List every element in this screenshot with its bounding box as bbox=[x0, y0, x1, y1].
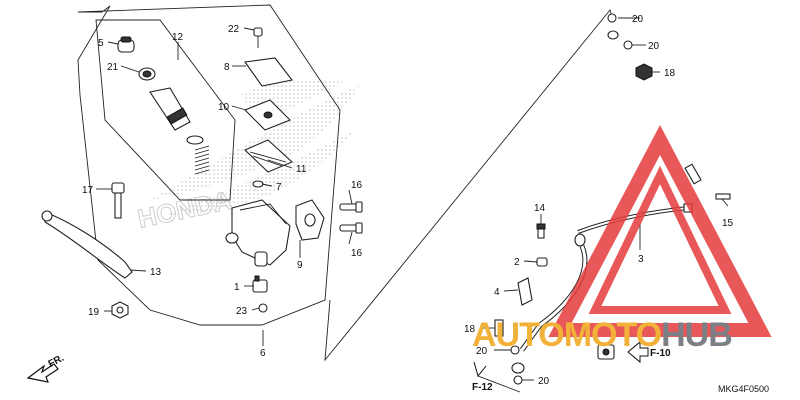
callout-8: 8 bbox=[224, 62, 230, 73]
f10-arrow bbox=[627, 340, 649, 364]
sealing-washer-1 bbox=[607, 13, 617, 23]
callout-14: 14 bbox=[534, 203, 546, 214]
leader-lines bbox=[96, 17, 729, 381]
callout-6: 6 bbox=[260, 348, 266, 359]
f10-label: F-10 bbox=[650, 348, 671, 359]
f12-label: F-12 bbox=[472, 382, 493, 393]
callout-4: 4 bbox=[494, 287, 500, 298]
master-cylinder-group-outline bbox=[77, 4, 341, 326]
callout-11: 11 bbox=[296, 164, 307, 175]
master-cylinder-body bbox=[225, 199, 291, 267]
hose-connector-line bbox=[324, 9, 613, 362]
callout-3: 3 bbox=[638, 254, 644, 265]
holder bbox=[295, 199, 325, 241]
callout-16-upper: 16 bbox=[351, 180, 363, 191]
reservoir-screw bbox=[253, 27, 263, 48]
spring bbox=[186, 135, 210, 175]
hose-clamp-small bbox=[536, 257, 548, 267]
f12-arrow bbox=[473, 361, 521, 393]
callout-1: 1 bbox=[234, 282, 240, 293]
pivot-bolt bbox=[111, 182, 125, 219]
clip-bolt bbox=[536, 223, 546, 239]
diaphragm-plate bbox=[244, 99, 291, 131]
hose-bolt-right bbox=[715, 193, 731, 200]
callout-20-b: 20 bbox=[648, 41, 660, 52]
callout-5: 5 bbox=[98, 38, 104, 49]
pivot-nut bbox=[111, 301, 129, 319]
brake-lever bbox=[41, 210, 133, 279]
callout-22: 22 bbox=[228, 24, 240, 35]
callout-2: 2 bbox=[514, 257, 520, 268]
callout-20-d: 20 bbox=[538, 376, 550, 387]
holder-bolt-lower bbox=[339, 222, 363, 234]
boot-cap bbox=[117, 36, 135, 53]
callout-23: 23 bbox=[236, 306, 248, 317]
inner-kit-outline bbox=[95, 19, 236, 201]
callout-18-a: 18 bbox=[664, 68, 676, 79]
sealing-washer-2 bbox=[623, 40, 633, 50]
callout-20-c: 20 bbox=[476, 346, 488, 357]
callout-16-lower: 16 bbox=[351, 248, 363, 259]
upper-brake-hose bbox=[607, 30, 704, 196]
callout-15: 15 bbox=[722, 218, 734, 229]
sealing-washer-4 bbox=[513, 375, 523, 385]
watermark-text: AUTOMOTOHUB bbox=[472, 316, 732, 354]
piston bbox=[149, 87, 191, 131]
switch-screw bbox=[258, 303, 268, 313]
callout-9: 9 bbox=[297, 260, 303, 271]
callout-12: 12 bbox=[172, 32, 184, 43]
callout-17: 17 bbox=[82, 185, 94, 196]
fr-arrow bbox=[26, 363, 59, 383]
oil-bolt-upper bbox=[635, 63, 653, 81]
callout-19: 19 bbox=[88, 307, 100, 318]
callout-13: 13 bbox=[150, 267, 162, 278]
drawing-code: MKG4F0500 bbox=[718, 384, 769, 394]
callout-20-a: 20 bbox=[632, 14, 644, 25]
float bbox=[252, 180, 264, 188]
brake-switch bbox=[252, 275, 268, 293]
front-label: FR. bbox=[47, 353, 67, 370]
callout-18-b: 18 bbox=[464, 324, 476, 335]
callout-10: 10 bbox=[218, 102, 230, 113]
circlip bbox=[138, 67, 156, 81]
callout-7: 7 bbox=[276, 182, 282, 193]
callout-21: 21 bbox=[107, 62, 119, 73]
holder-bolt-upper bbox=[339, 201, 363, 213]
watermark-logo bbox=[548, 124, 772, 337]
reservoir-cap bbox=[244, 57, 293, 87]
hose-clip bbox=[517, 277, 533, 306]
caliper-fitting bbox=[597, 344, 615, 360]
